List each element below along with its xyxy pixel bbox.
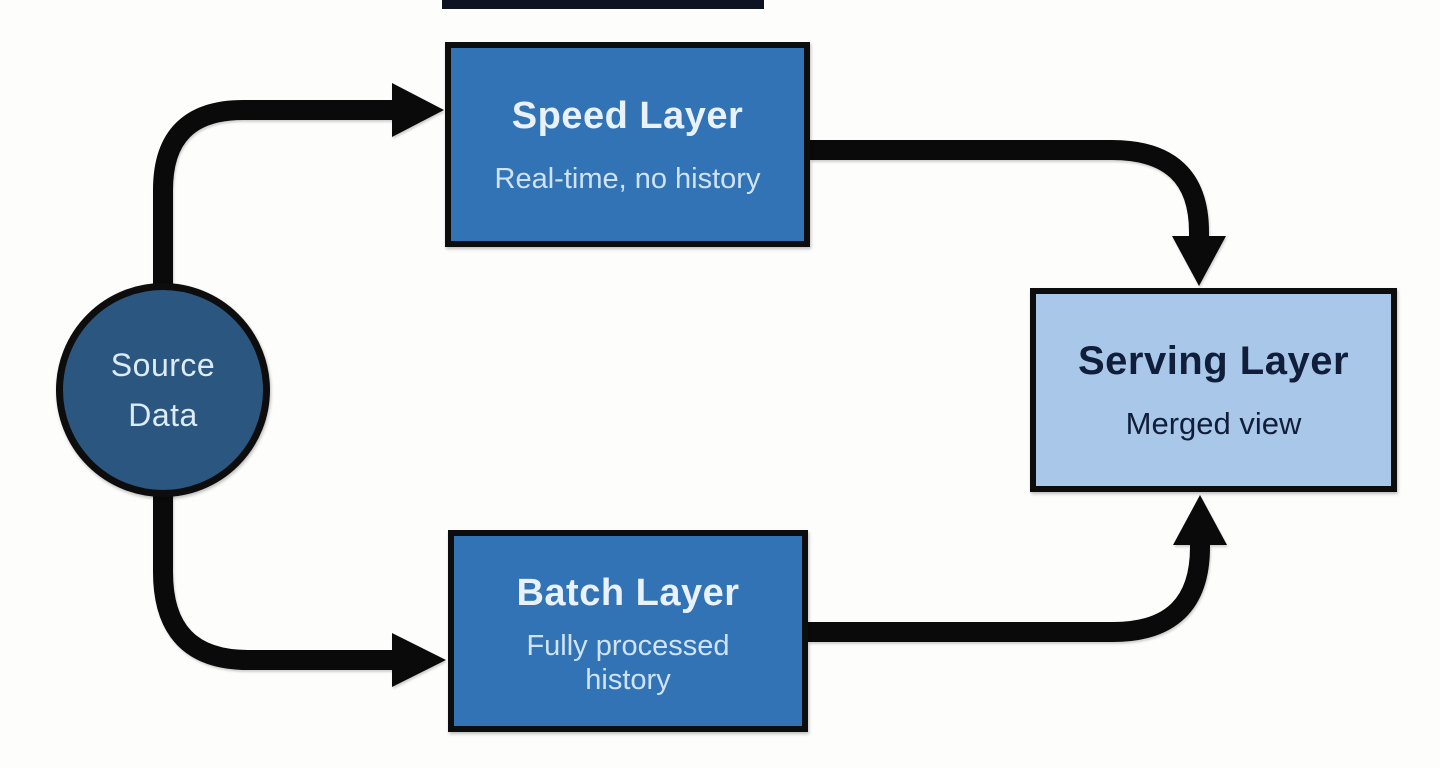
speed-layer-title: Speed Layer <box>511 94 744 137</box>
source-data-label: Source Data <box>110 347 216 433</box>
arrow-source-to-batch <box>153 490 446 687</box>
serving-layer-subtitle: Merged view <box>1125 406 1302 441</box>
node-batch-layer: Batch Layer Fully processed history <box>448 530 808 732</box>
serving-layer-title: Serving Layer <box>1077 339 1350 383</box>
arrow-speed-to-serving <box>810 140 1226 286</box>
cropped-top-edge-artifact <box>442 0 764 9</box>
batch-layer-title: Batch Layer <box>516 572 740 614</box>
node-speed-layer: Speed Layer Real-time, no history <box>445 42 810 247</box>
arrow-batch-to-serving <box>808 495 1227 642</box>
speed-layer-subtitle: Real-time, no history <box>494 162 761 195</box>
node-serving-layer: Serving Layer Merged view <box>1030 288 1397 492</box>
node-source-data: Source Data <box>56 283 270 497</box>
arrow-source-to-speed <box>153 83 444 292</box>
batch-layer-subtitle: Fully processed history <box>526 630 730 696</box>
